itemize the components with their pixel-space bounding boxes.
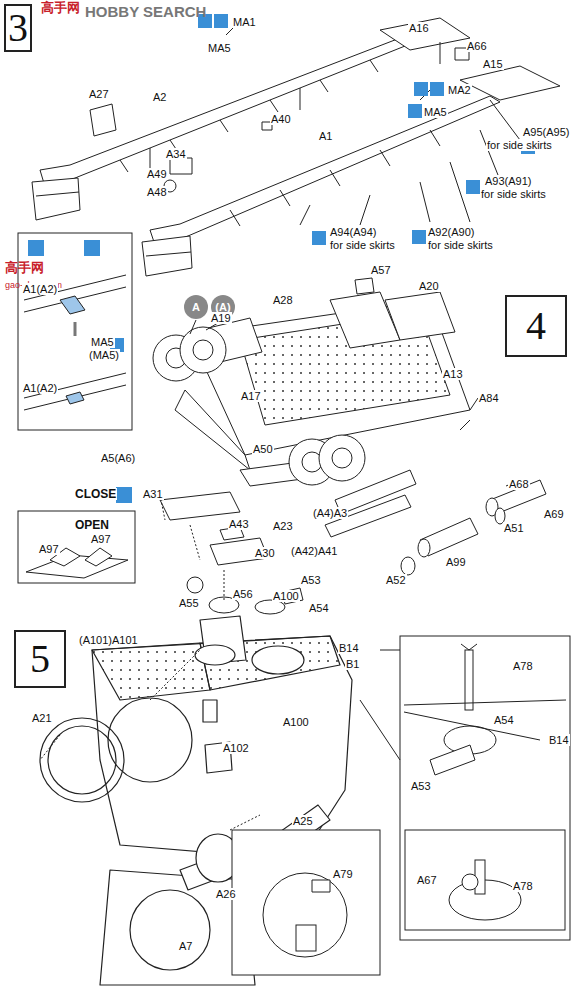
part-callout: A2 — [152, 91, 167, 103]
part-callout: (A4)A3 — [312, 507, 348, 519]
part-callout: A78 — [512, 880, 534, 892]
part-callout: (A42)A41 — [290, 545, 338, 557]
watermark: HOBBY SEARCH — [84, 4, 207, 20]
part-callout: A102 — [222, 742, 250, 754]
part-callout: A97 — [90, 533, 112, 545]
part-callout: A1(A2) — [22, 382, 58, 394]
part-callout: A55 — [178, 597, 200, 609]
part-callout: A54 — [493, 714, 515, 726]
part-callout: A95(A95) — [522, 126, 570, 138]
part-callout: MA5 — [207, 42, 232, 54]
part-callout: A68 — [508, 478, 530, 490]
road-wheels — [153, 327, 365, 485]
part-callout: A27 — [88, 88, 110, 100]
superstructure — [40, 616, 352, 985]
part-callout: A79 — [332, 868, 354, 880]
part-callout: A92(A90) — [427, 226, 475, 238]
part-callout: A99 — [445, 556, 467, 568]
part-callout: A53 — [300, 574, 322, 586]
part-callout: A21 — [31, 712, 53, 724]
part-callout: for side skirts — [480, 188, 547, 200]
part-callout: A34 — [165, 148, 187, 160]
part-callout: A94(A94) — [329, 226, 377, 238]
part-callout: A48 — [146, 186, 168, 198]
watermark: 高手网 — [40, 2, 81, 14]
step-number-box: 4 — [505, 295, 567, 357]
hatches — [160, 492, 303, 614]
part-callout: A5(A6) — [100, 452, 136, 464]
part-callout: OPEN — [74, 519, 110, 531]
wheel-marker — [184, 295, 208, 319]
part-callout: A66 — [466, 40, 488, 52]
part-callout: A19 — [210, 312, 232, 324]
part-callout: A28 — [272, 294, 294, 306]
step-number-box: 3 — [4, 4, 32, 52]
step-number: 4 — [526, 306, 546, 346]
periscope — [404, 644, 566, 930]
detail-inset — [18, 511, 135, 583]
part-callout: A43 — [228, 518, 250, 530]
part-callout: B14 — [338, 642, 360, 654]
part-callout: A1(A2) — [22, 283, 58, 295]
part-callout: for side skirts — [486, 139, 553, 151]
part-callout: A54 — [308, 602, 330, 614]
part-callout: for side skirts — [427, 239, 494, 251]
part-callout: (MA5) — [88, 349, 120, 361]
part-callout: A40 — [270, 113, 292, 125]
part-callout: A16 — [408, 22, 430, 34]
part-callout: A49 — [146, 168, 168, 180]
part-callout: A1 — [318, 130, 333, 142]
part-callout: A53 — [410, 780, 432, 792]
part-callout: A51 — [503, 522, 525, 534]
part-callout: A56 — [232, 588, 254, 600]
part-callout: A31 — [142, 488, 164, 500]
part-callout: A84 — [478, 392, 500, 404]
part-callout: MA5 — [90, 336, 115, 348]
part-callout: MA2 — [447, 84, 472, 96]
part-callout: A57 — [370, 264, 392, 276]
part-callout: A100 — [282, 716, 310, 728]
step-number: 3 — [8, 8, 28, 48]
part-callout: A7 — [178, 940, 193, 952]
part-callout: A50 — [252, 443, 274, 455]
part-callout: A100 — [272, 590, 300, 602]
part-callout: A23 — [272, 520, 294, 532]
part-callout: A13 — [442, 368, 464, 380]
exhausts — [401, 480, 546, 575]
part-callout: A15 — [482, 58, 504, 70]
part-callout: A17 — [240, 390, 262, 402]
detail-inset — [400, 636, 570, 940]
part-callout: A78 — [512, 660, 534, 672]
part-callout: A30 — [254, 547, 276, 559]
part-callout: MA1 — [232, 16, 257, 28]
step-number-box: 5 — [14, 630, 66, 688]
part-callout: (A101)A101 — [78, 634, 139, 646]
detail-inset — [232, 830, 380, 975]
mantlet-detail — [263, 873, 347, 957]
part-callout: A52 — [385, 574, 407, 586]
part-callout: B14 — [548, 734, 570, 746]
part-callout: A20 — [418, 280, 440, 292]
part-callout: A97 — [38, 543, 60, 555]
part-callout: A67 — [416, 874, 438, 886]
part-callout: B1 — [345, 658, 360, 670]
part-callout: A26 — [215, 888, 237, 900]
wheel-marker-label: A — [185, 301, 207, 313]
part-callout: CLOSE — [74, 488, 117, 500]
watermark: 高手网 — [4, 262, 45, 274]
part-callout: MA5 — [423, 106, 448, 118]
part-callout: for side skirts — [329, 239, 396, 251]
part-callout: A69 — [543, 508, 565, 520]
part-callout: A93(A91) — [484, 175, 532, 187]
part-callout: A25 — [292, 815, 314, 827]
step-number: 5 — [30, 639, 50, 679]
skirt-brackets — [120, 22, 520, 226]
